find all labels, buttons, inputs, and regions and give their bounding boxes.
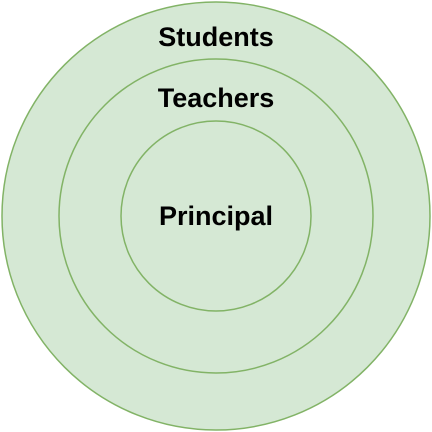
inner-circle-principal[interactable] bbox=[120, 120, 312, 312]
teachers-label: Teachers bbox=[158, 83, 275, 113]
students-label: Students bbox=[158, 22, 274, 52]
principal-label: Principal bbox=[159, 201, 273, 231]
